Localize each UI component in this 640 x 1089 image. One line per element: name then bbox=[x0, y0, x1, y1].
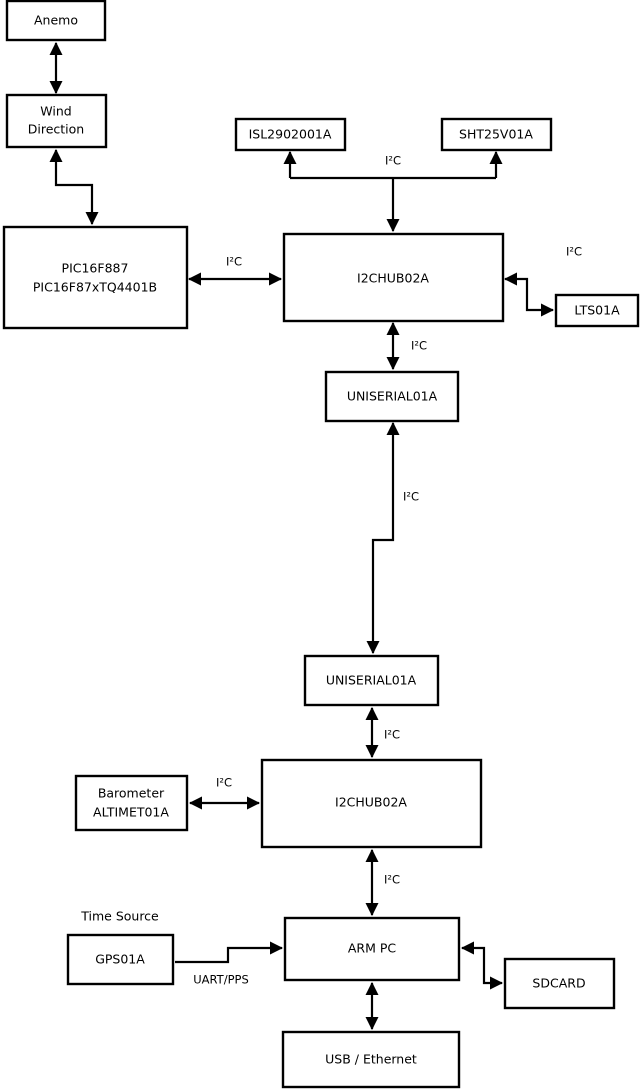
node-gps01a[interactable]: GPS01A bbox=[66, 933, 175, 986]
edge-label-hubbot-armpc: I²C bbox=[384, 873, 400, 887]
edge-label-gps-armpc: UART/PPS bbox=[193, 973, 249, 987]
edge-pic-hubtop: I²C bbox=[187, 255, 283, 286]
edge-armpc-sdcard bbox=[460, 941, 504, 990]
node-label-i2chub02a-top: I2CHUB02A bbox=[357, 271, 429, 286]
edge-barometer-hubbot: I²C bbox=[188, 776, 261, 810]
node-box-sht25v01a[interactable] bbox=[440, 117, 553, 152]
edge-hubtop-lts: I²C bbox=[503, 245, 582, 317]
node-box-gps01a[interactable] bbox=[66, 933, 175, 986]
node-box-i2chub02a-top[interactable] bbox=[282, 232, 505, 323]
edge-hubtop-sensors: I²C bbox=[283, 150, 503, 233]
edge-gps-armpc: UART/PPS bbox=[175, 941, 284, 987]
node-box-lts01a[interactable] bbox=[554, 293, 640, 328]
node-label-gps01a: GPS01A bbox=[95, 952, 145, 967]
node-sht25v01a[interactable]: SHT25V01A bbox=[440, 117, 553, 152]
node-box-uniserial01a-top[interactable] bbox=[324, 370, 460, 423]
node-box-sdcard[interactable] bbox=[503, 957, 616, 1010]
node-label-sht25v01a: SHT25V01A bbox=[459, 127, 533, 142]
node-barometer[interactable]: Barometer ALTIMET01A bbox=[74, 774, 189, 832]
node-pic[interactable]: PIC16F887 PIC16F87xTQ4401B bbox=[2, 225, 189, 330]
node-isl2902001a[interactable]: ISL2902001A bbox=[234, 117, 347, 152]
node-box-uniserial01a-bottom[interactable] bbox=[303, 654, 440, 707]
node-lts01a[interactable]: LTS01A bbox=[554, 293, 640, 328]
node-label-isl2902001a: ISL2902001A bbox=[249, 127, 332, 142]
node-box-wind-direction[interactable] bbox=[5, 93, 108, 149]
node-label-uniserial01a-top: UNISERIAL01A bbox=[347, 389, 438, 404]
node-label-wind-direction-line1: Wind bbox=[40, 104, 71, 119]
edge-hubtop-uniserialtop: I²C bbox=[386, 321, 427, 371]
node-label-barometer-line2: ALTIMET01A bbox=[93, 805, 169, 820]
node-usb-ethernet[interactable]: USB / Ethernet bbox=[281, 1030, 461, 1089]
node-label-lts01a: LTS01A bbox=[574, 303, 620, 318]
edge-label-uniserial-link: I²C bbox=[403, 490, 419, 504]
edge-label-uniserialbot-hubbot: I²C bbox=[384, 728, 400, 742]
edge-line-hubtop-lts bbox=[503, 272, 555, 317]
node-box-isl2902001a[interactable] bbox=[234, 117, 347, 152]
node-uniserial01a-top[interactable]: UNISERIAL01A bbox=[324, 370, 460, 423]
edge-line-uniserial-link bbox=[366, 421, 400, 655]
node-i2chub02a-bottom[interactable]: I2CHUB02A bbox=[260, 758, 483, 849]
node-box-i2chub02a-bottom[interactable] bbox=[260, 758, 483, 849]
edge-wind-pic bbox=[49, 148, 99, 226]
node-label-pic-line1: PIC16F887 bbox=[62, 261, 129, 276]
node-box-anemo[interactable] bbox=[5, 0, 107, 42]
node-box-barometer[interactable] bbox=[74, 774, 189, 832]
node-label-arm-pc: ARM PC bbox=[348, 941, 397, 956]
node-i2chub02a-top[interactable]: I2CHUB02A bbox=[282, 232, 505, 323]
node-label-usb-ethernet: USB / Ethernet bbox=[325, 1052, 417, 1067]
node-label-sdcard: SDCARD bbox=[532, 976, 585, 991]
node-arm-pc[interactable]: ARM PC bbox=[283, 916, 461, 982]
node-wind-direction[interactable]: Wind Direction bbox=[5, 93, 108, 149]
edge-line-gps-armpc bbox=[175, 941, 284, 964]
edge-label-hubtop-lts: I²C bbox=[566, 245, 582, 259]
edge-hubbot-armpc: I²C bbox=[365, 848, 400, 917]
edge-label-hubtop-sensors: I²C bbox=[385, 154, 401, 168]
node-sdcard[interactable]: SDCARD bbox=[503, 957, 616, 1010]
edge-label-barometer-hubbot: I²C bbox=[216, 776, 232, 790]
node-label-i2chub02a-bottom: I2CHUB02A bbox=[335, 795, 407, 810]
edge-label-hubtop-uniserialtop: I²C bbox=[411, 339, 427, 353]
edge-line-armpc-sdcard bbox=[460, 941, 504, 990]
node-box-pic[interactable] bbox=[2, 225, 189, 330]
node-label-barometer-line1: Barometer bbox=[98, 786, 165, 801]
edge-label-pic-hubtop: I²C bbox=[226, 255, 242, 269]
node-uniserial01a-bottom[interactable]: UNISERIAL01A bbox=[303, 654, 440, 707]
node-label-wind-direction-line2: Direction bbox=[28, 122, 84, 137]
label-time-source: Time Source bbox=[80, 909, 159, 924]
edge-uniserialbot-hubbot: I²C bbox=[365, 706, 400, 759]
node-label-anemo: Anemo bbox=[34, 13, 78, 28]
node-label-uniserial01a-bottom: UNISERIAL01A bbox=[326, 673, 417, 688]
edge-line-wind-pic bbox=[49, 148, 99, 226]
edge-uniserial-link: I²C bbox=[366, 421, 419, 655]
node-box-usb-ethernet[interactable] bbox=[281, 1030, 461, 1089]
node-anemo[interactable]: Anemo bbox=[5, 0, 107, 42]
node-label-pic-line2: PIC16F87xTQ4401B bbox=[33, 280, 157, 295]
node-box-arm-pc[interactable] bbox=[283, 916, 461, 982]
